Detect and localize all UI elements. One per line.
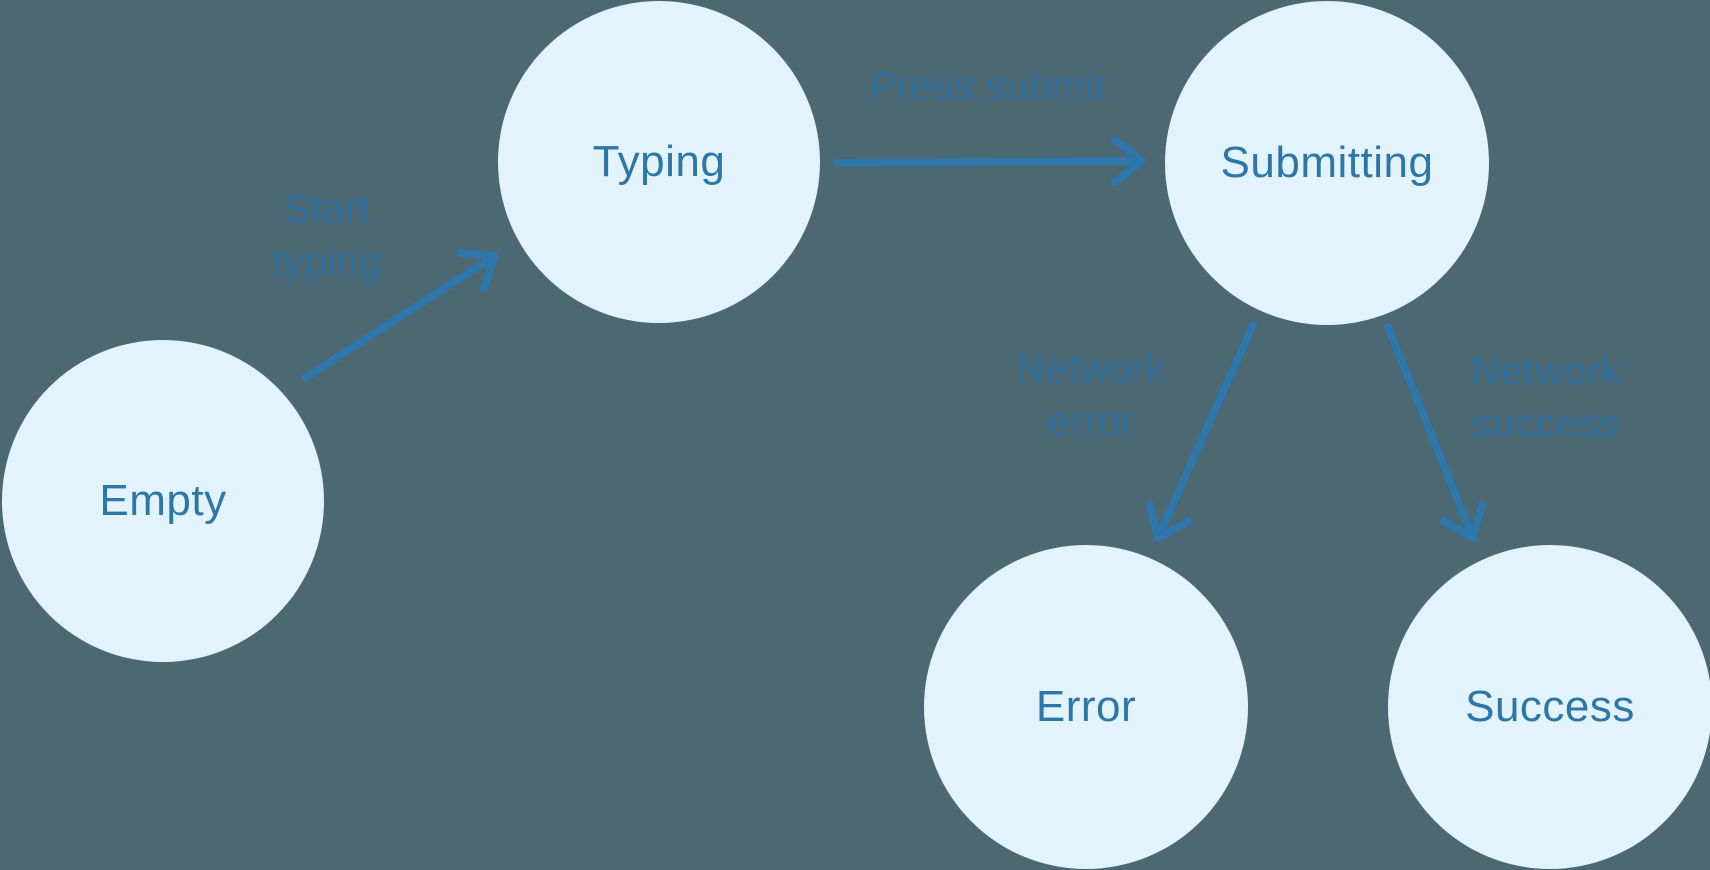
edge-label-line: typing — [272, 240, 382, 284]
state-node-typing: Typing — [498, 1, 820, 323]
state-label-empty: Empty — [99, 476, 227, 525]
edge-label-line: error — [1047, 400, 1135, 444]
state-label-submitting: Submitting — [1220, 138, 1434, 187]
edge-label-press-submit: Press submit — [869, 61, 1106, 114]
state-node-error: Error — [924, 545, 1248, 869]
edge-label-line: Network — [1015, 347, 1167, 391]
edge-label-line: Start — [283, 187, 371, 231]
edge-label-network-success: Network success — [1471, 345, 1621, 451]
edge-arrow-network-success — [1384, 323, 1486, 542]
edge-label-network-error: Network error — [1016, 343, 1166, 449]
edge-label-line: Network — [1470, 349, 1622, 393]
edge-label-start-typing: Start typing — [272, 183, 382, 289]
edge-arrow-press-submit — [833, 136, 1146, 186]
edge-label-line: success — [1471, 402, 1620, 446]
state-label-typing: Typing — [592, 137, 726, 186]
state-node-submitting: Submitting — [1165, 1, 1489, 325]
state-label-error: Error — [1035, 682, 1137, 731]
state-node-empty: Empty — [2, 340, 324, 662]
state-node-success: Success — [1388, 545, 1710, 869]
state-label-success: Success — [1465, 682, 1635, 731]
edge-label-line: Press submit — [869, 64, 1107, 109]
